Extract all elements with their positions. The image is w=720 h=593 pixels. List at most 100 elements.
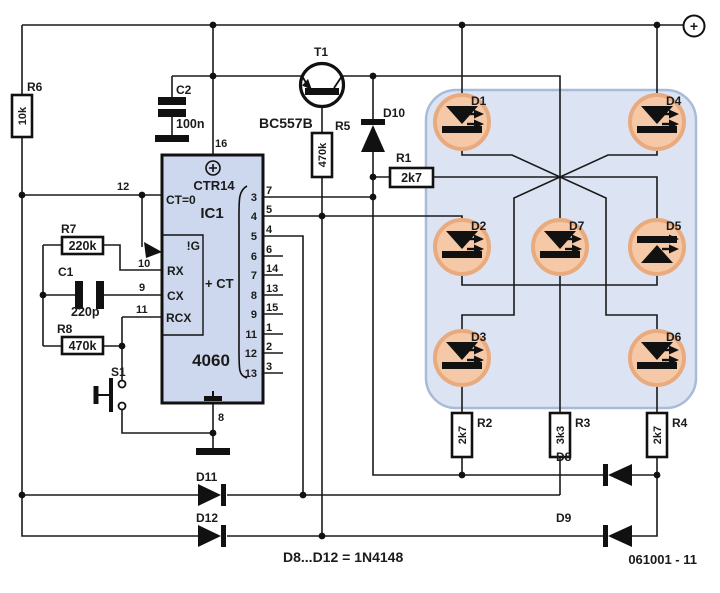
wire xyxy=(372,76,603,476)
led-light-arrow-icon xyxy=(474,234,484,244)
wire xyxy=(461,25,658,342)
resistor-value: 10k xyxy=(17,106,29,125)
resistor-ref: R4 xyxy=(672,416,688,430)
capacitor-value: 220p xyxy=(71,305,100,319)
led-ref: D7 xyxy=(569,219,585,233)
diode-note: D8...D12 = 1N4148 xyxy=(283,549,403,565)
led-light-arrow-icon xyxy=(474,119,484,129)
junction-dot xyxy=(39,291,47,299)
led-triangle xyxy=(641,106,673,124)
capacitor-C1: C1 220p xyxy=(58,265,104,319)
ic-pin-label: 9 xyxy=(139,282,145,294)
junction-dot xyxy=(369,193,377,201)
resistor-value: 2k7 xyxy=(652,426,664,444)
transistor-body xyxy=(298,61,346,109)
ic-pin-label: 14 xyxy=(266,263,279,275)
diode-ref: D12 xyxy=(196,511,218,525)
led-light-arrow-icon xyxy=(474,244,484,254)
junction-dot xyxy=(318,532,326,540)
junction-dot xyxy=(118,342,126,350)
led-triangle xyxy=(446,342,478,360)
plus-terminal-icon xyxy=(682,14,706,38)
led-triangle xyxy=(641,342,673,360)
led-cathode-bar xyxy=(442,362,482,369)
resistor-value: 470k xyxy=(69,339,97,353)
resistor-value: 220k xyxy=(69,239,97,253)
wire xyxy=(21,25,198,537)
wire xyxy=(263,235,304,495)
resistor-ref: R7 xyxy=(61,222,77,236)
led-ref: D1 xyxy=(471,94,487,108)
diode-D8: D8 xyxy=(556,450,632,486)
diode-cathode-bar xyxy=(603,464,608,486)
ic-family-label: CTR14 xyxy=(193,178,235,193)
diode-D11: D11 xyxy=(196,470,226,506)
ic-power-plus-icon xyxy=(209,164,217,172)
ic-dynamic-input-icon xyxy=(144,242,162,258)
transistor-T1: T1 BC557B xyxy=(259,45,346,131)
ground-icon xyxy=(155,135,189,142)
led-light-arrow-icon xyxy=(572,244,582,254)
led-cathode-bar xyxy=(637,236,677,243)
diode-cathode-bar xyxy=(603,525,608,547)
ic-q-label: 5 xyxy=(251,231,257,243)
capacitor-plate xyxy=(75,281,83,309)
led-cathode-bar xyxy=(637,126,677,133)
led-triangle xyxy=(544,231,576,249)
diode-D9: D9 xyxy=(556,511,632,547)
diode-triangle xyxy=(361,125,385,152)
capacitor-ref: C1 xyxy=(58,265,74,279)
led-light-arrow-icon xyxy=(474,355,484,365)
junction-dot xyxy=(458,21,466,29)
switch-contact xyxy=(117,379,127,389)
led-cathode-bar xyxy=(637,362,677,369)
junction-dots xyxy=(18,21,661,540)
wire xyxy=(342,75,561,231)
led-D4: D4 xyxy=(628,93,686,151)
resistor-R7: R7 220k xyxy=(60,222,105,256)
resistor-value: 2k7 xyxy=(457,426,469,444)
led-D3: D3 xyxy=(433,329,491,387)
resistor-ref: R8 xyxy=(57,322,73,336)
ic-pin-label: 7 xyxy=(266,185,272,197)
junction-dot xyxy=(209,72,217,80)
led-ref: D2 xyxy=(471,219,487,233)
capacitor-plate xyxy=(158,97,186,105)
resistor-ref: R2 xyxy=(477,416,493,430)
wires-group xyxy=(21,24,683,537)
diode-cathode-bar xyxy=(221,484,226,506)
led-triangle xyxy=(446,106,478,124)
resistor-ref: R6 xyxy=(27,80,43,94)
doc-number: 061001 - 11 xyxy=(628,552,697,567)
ic-cx-label: CX xyxy=(167,289,184,303)
switch-S1: S1 xyxy=(93,365,127,412)
diode-ref: D11 xyxy=(196,470,218,484)
ic-pin-label: 16 xyxy=(215,138,227,150)
led-cathode-bar xyxy=(442,126,482,133)
ground-icon xyxy=(196,448,230,455)
junction-dot xyxy=(209,21,217,29)
led-light-arrow-icon xyxy=(669,355,679,365)
ic-q-label: 6 xyxy=(251,251,257,263)
resistor-ref: R1 xyxy=(396,151,412,165)
junction-dot xyxy=(369,72,377,80)
ic-rcx-label: RCX xyxy=(166,311,191,325)
ic-pin-label: 1 xyxy=(266,322,272,334)
resistor-ref: R3 xyxy=(575,416,591,430)
resistor-R5: R5 470k xyxy=(310,119,351,179)
junction-dot xyxy=(138,191,146,199)
wire xyxy=(461,25,658,342)
power-terminal: + xyxy=(682,14,706,38)
ic-q-label: 3 xyxy=(251,192,257,204)
wire xyxy=(632,457,658,537)
resistor-R3: R3 3k3 xyxy=(548,411,591,459)
diode-triangle xyxy=(198,484,221,506)
diode-cathode-bar xyxy=(361,119,385,125)
junction-dot xyxy=(209,429,217,437)
ic-pin-label: 10 xyxy=(138,258,150,270)
ic-body xyxy=(160,153,265,405)
junction-dot xyxy=(299,491,307,499)
resistor-value: 470k xyxy=(317,142,329,167)
ic-pin-label: 4 xyxy=(266,224,273,236)
